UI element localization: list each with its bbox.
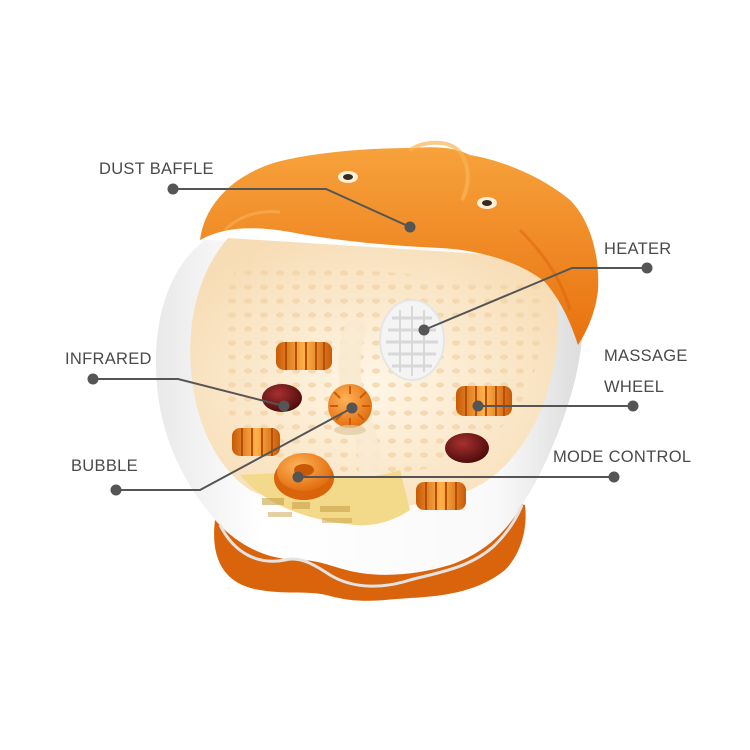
label-bubble: BUBBLE	[71, 457, 138, 475]
label-massage: MASSAGE	[604, 347, 688, 365]
label-infrared: INFRARED	[65, 350, 152, 368]
infrared-domes	[262, 384, 489, 463]
leader-massage-wheel	[472, 400, 639, 412]
mode-control-knob	[274, 453, 334, 500]
leader-bubble	[110, 402, 358, 496]
leader-heater	[418, 262, 653, 336]
label-wheel: WHEEL	[604, 378, 665, 396]
leader-infrared	[87, 373, 290, 412]
roller	[232, 428, 280, 456]
roller	[416, 482, 466, 510]
leader-mode-control	[292, 471, 620, 483]
heater-grille	[379, 299, 445, 381]
leader-lines	[87, 183, 653, 496]
label-dust-baffle: DUST BAFFLE	[99, 160, 214, 178]
leader-dust-baffle	[167, 183, 416, 233]
basin-interior	[190, 238, 559, 508]
dust-baffle-cover	[200, 140, 599, 345]
roller	[276, 342, 332, 370]
roller	[456, 386, 512, 416]
label-mode-control: MODE CONTROL	[553, 448, 692, 466]
label-heater: HEATER	[604, 240, 672, 258]
